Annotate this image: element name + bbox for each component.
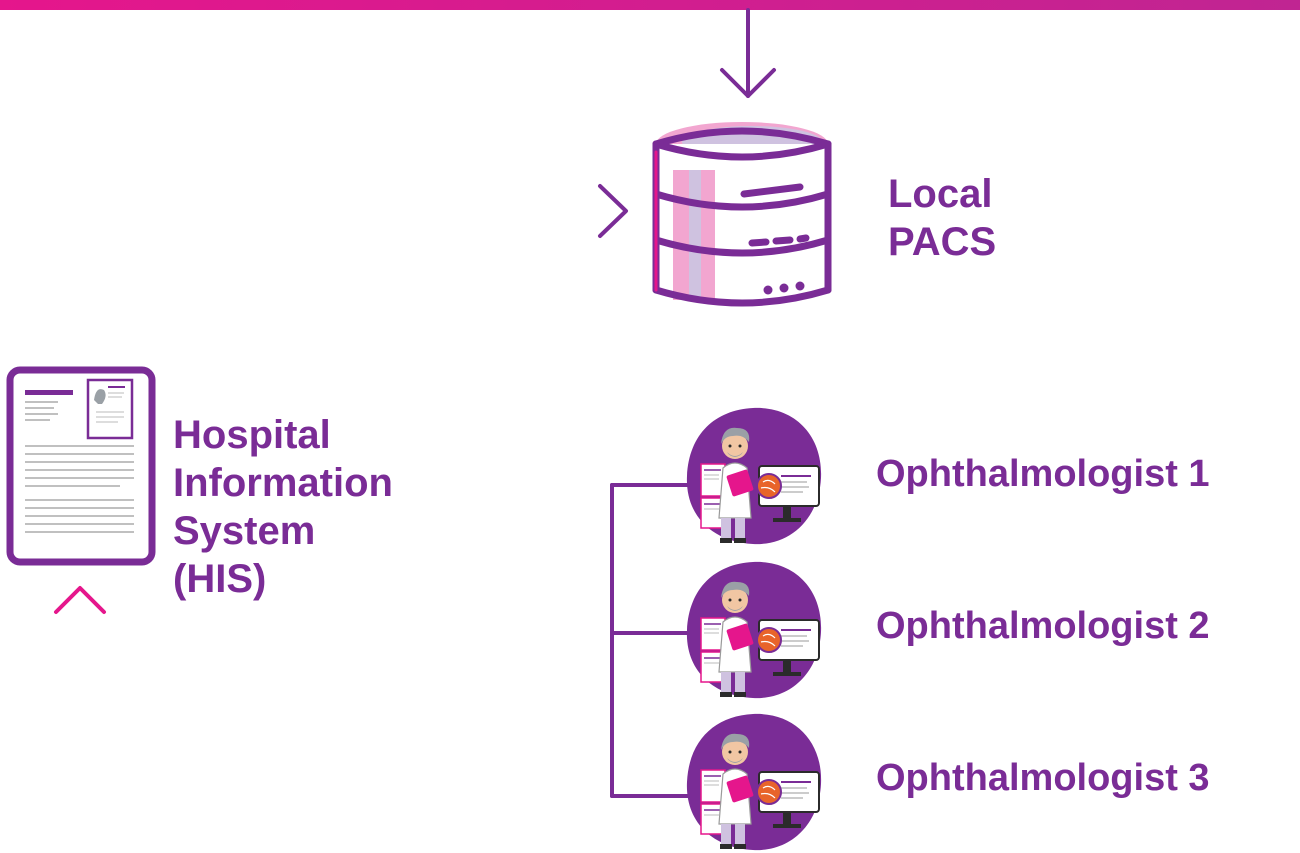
ophthalmologist-1-label: Ophthalmologist 1 <box>876 453 1210 495</box>
document-icon <box>6 366 156 566</box>
his-label-line: (HIS) <box>173 557 267 601</box>
his-label-line: System <box>173 509 316 553</box>
doctor-avatar-icon <box>685 712 823 852</box>
ophthalmologists-to-his-connector <box>54 483 692 798</box>
doctor-avatar-icon <box>685 560 823 700</box>
ophthalmologist-3-label: Ophthalmologist 3 <box>876 757 1210 799</box>
his-label: Hospital Information System (HIS) <box>173 411 393 603</box>
top-band <box>0 0 1300 10</box>
pacs-label-line: PACS <box>888 220 997 264</box>
doctor-avatar-icon <box>685 406 823 546</box>
database-icon <box>652 122 832 307</box>
pacs-label: Local PACS <box>888 170 996 266</box>
his-label-line: Hospital <box>173 413 331 457</box>
his-to-pacs-connector <box>78 184 628 368</box>
ophthalmologist-2-label: Ophthalmologist 2 <box>876 605 1210 647</box>
incoming-arrow <box>720 8 776 98</box>
pacs-label-line: Local <box>888 172 993 216</box>
his-label-line: Information <box>173 461 393 505</box>
